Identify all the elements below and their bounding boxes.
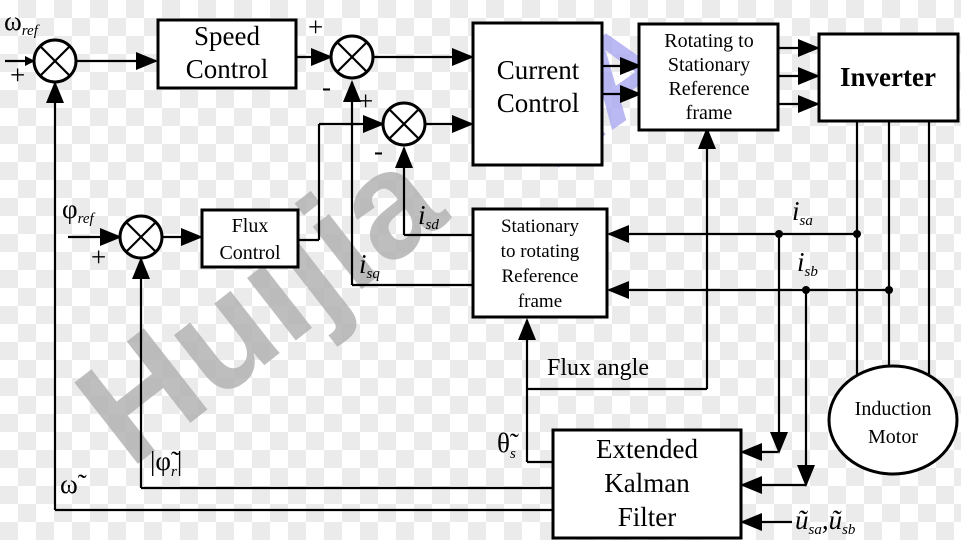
speed-error-minus: - [322,72,331,102]
current-control-line1: Current [497,55,580,85]
signal-labels: ωref + + - + - φref + isd isq isa isb Fl… [4,6,856,538]
current-control-block: Current Control [471,21,604,167]
flux-control-line1: Flux [232,215,269,237]
rot-to-stat-line1: Rotating to [664,30,753,52]
phi-ref-plus: + [91,242,106,272]
omega-ref-plus: + [10,60,25,90]
id-error-minus: - [374,136,383,166]
summing-junctions [32,34,427,260]
id-error-summer [381,101,427,147]
speed-control-block: Speed Control [156,18,298,90]
flux-control-block: Flux Control [200,208,300,269]
ekf-line2: Kalman [604,468,690,498]
speed-control-line2: Control [186,54,269,84]
flux-control-line2: Control [219,242,281,264]
u-inputs-label: ũsa,ũsb [795,505,856,538]
current-control-line2: Control [497,88,580,118]
isa-label: isa [792,196,813,229]
flux-error-summer [118,214,164,260]
watermark-primary: Huijia [46,110,472,495]
motor-line1: Induction [855,398,932,420]
signal-lines [5,39,931,531]
stationary-to-rotating-block: Stationary to rotating Reference frame [471,207,609,319]
rot-to-stat-line3: Reference [668,78,749,100]
phi-r-label: |φ̃r| [150,446,182,480]
stat-to-rot-line4: frame [518,291,562,312]
iq-error-summer [329,34,375,80]
theta-label: θ̃s [497,428,519,462]
omega-ref-label: ωref [4,6,40,39]
rot-to-stat-line4: frame [686,102,733,124]
stat-to-rot-line1: Stationary [501,216,580,237]
isb-label: isb [797,247,818,280]
phi-ref-label: φref [62,194,96,227]
motor-line2: Motor [868,426,918,448]
flux-angle-label: Flux angle [547,355,649,381]
stat-to-rot-line2: to rotating [501,241,580,262]
inverter-block: Inverter [817,32,960,123]
speed-control-line1: Speed [194,21,260,51]
isq-label: isq [359,249,380,282]
stat-to-rot-line3: Reference [502,266,579,287]
induction-motor-block: Induction Motor [827,364,959,476]
speed-error-summer [32,38,78,84]
speed-error-plus: + [308,12,323,42]
rot-to-stat-line2: Stationary [668,54,750,76]
ekf-line1: Extended [596,434,698,464]
rotating-to-stationary-block: Rotating to Stationary Reference frame [637,22,780,132]
ekf-line3: Filter [618,502,677,532]
isd-label: isd [418,200,439,233]
omega-tilde-label: ω̃ [60,469,87,499]
flux-error-plus: + [358,86,373,116]
inverter-label: Inverter [840,62,936,92]
extended-kalman-filter-block: Extended Kalman Filter [551,428,743,540]
